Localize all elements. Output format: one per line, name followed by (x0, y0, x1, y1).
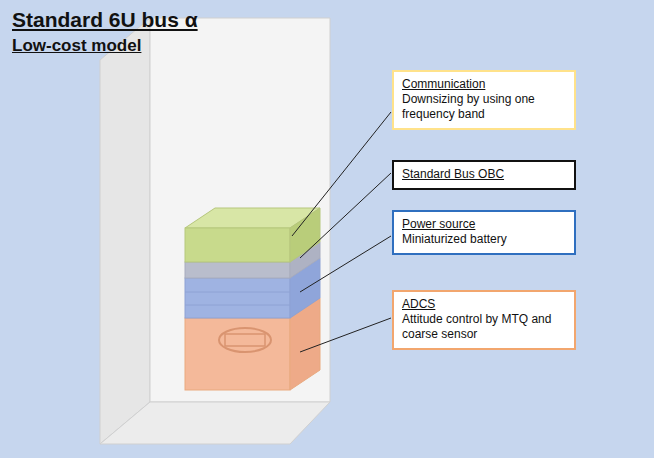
callout-heading: ADCS (402, 297, 566, 312)
subtitle: Low-cost model (12, 36, 141, 56)
callout-body: Downsizing by using one frequency band (402, 92, 566, 122)
callout-heading: Standard Bus OBC (402, 167, 566, 182)
callout-heading: Power source (402, 217, 566, 232)
leader-line (292, 112, 391, 236)
battery-plate (185, 305, 290, 306)
magnetorquer (219, 328, 271, 352)
callout-box: ADCSAttitude control by MTQ and coarse s… (392, 290, 576, 350)
comm-front (185, 228, 290, 262)
battery-plate (185, 292, 290, 293)
leader-line (300, 236, 391, 292)
leader-line (300, 173, 391, 258)
leader-line (300, 318, 391, 352)
callout-box: Standard Bus OBC (392, 160, 576, 190)
structure-back (150, 18, 330, 402)
sensor (225, 334, 265, 346)
callout-box: CommunicationDownsizing by using one fre… (392, 70, 576, 130)
structure-bottom (100, 402, 330, 444)
diagram-title: Standard 6U bus α (12, 8, 198, 32)
callout-heading: Communication (402, 77, 566, 92)
callout-body: Attitude control by MTQ and coarse senso… (402, 312, 566, 342)
adcs-front (185, 318, 290, 390)
power-front (185, 278, 290, 318)
structure-side (100, 18, 150, 444)
obc-front (185, 262, 290, 278)
callout-box: Power sourceMiniaturized battery (392, 210, 576, 255)
callout-body: Miniaturized battery (402, 232, 566, 247)
